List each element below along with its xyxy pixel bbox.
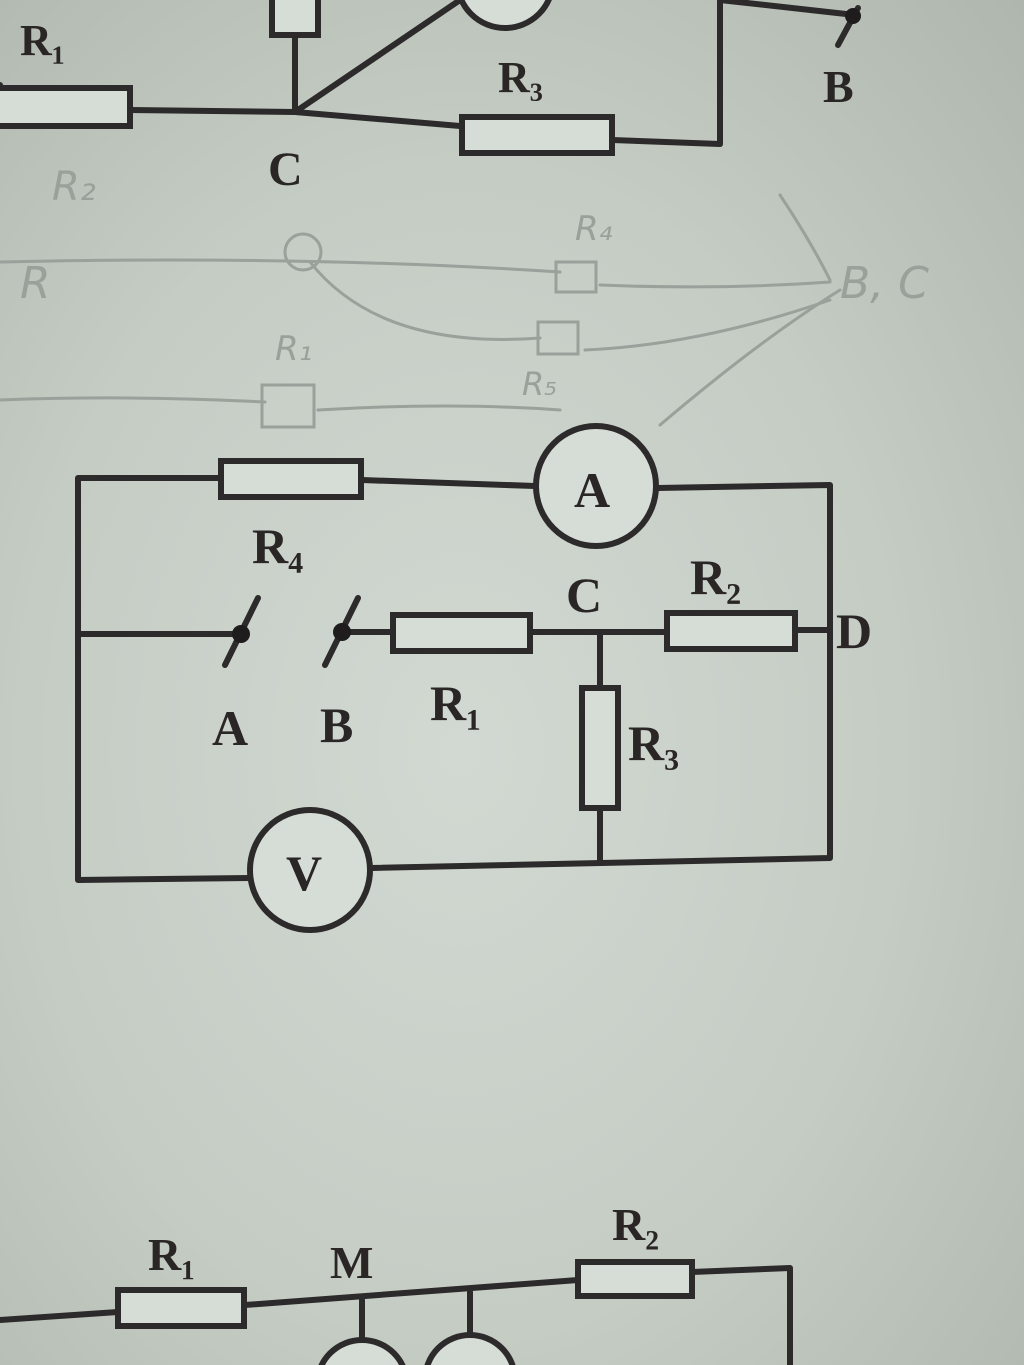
- label-r4: R₄: [252, 518, 303, 574]
- bottom-meter-left: [318, 1337, 406, 1365]
- pencil-resistor-r1: [260, 383, 316, 429]
- pencil-wire-top: [0, 258, 562, 274]
- bottom-label-r1: R₁: [148, 1229, 195, 1280]
- pencil-wire-diagonal: [658, 288, 842, 427]
- resistor-r4: [218, 458, 364, 500]
- terminal-a: [232, 625, 250, 643]
- label-r3: R₃: [628, 715, 679, 771]
- label-node-a: A: [212, 700, 248, 756]
- top-wire-to-b: [717, 0, 858, 18]
- pencil-label-bc: B, C: [840, 258, 929, 309]
- top-meter: [458, 0, 552, 31]
- pencil-label-r2: R₂: [52, 164, 96, 210]
- pencil-arc: [308, 260, 542, 341]
- top-label-node-c: C: [268, 143, 303, 196]
- resistor-r3: [579, 685, 621, 811]
- top-label-node-b: B: [823, 61, 854, 112]
- top-resistor-r1: [0, 85, 133, 129]
- bottom-label-r2: R₂: [612, 1199, 659, 1250]
- wire-left-frame: [75, 475, 253, 883]
- top-resistor-upper: [269, 0, 321, 38]
- bottom-resistor-r1: [115, 1287, 247, 1329]
- resistor-r1: [390, 612, 533, 654]
- pencil-label-r: R: [20, 258, 51, 309]
- pencil-wire-bottom-left: [0, 396, 267, 404]
- bottom-resistor-r2: [575, 1259, 695, 1299]
- label-r1: R₁: [430, 675, 481, 731]
- wire-r4-to-ammeter: [359, 477, 538, 489]
- bottom-label-m: M: [330, 1237, 373, 1288]
- bottom-meter-right: [424, 1332, 516, 1365]
- main-circuit: A V R₄ R₁ R₂ R₃ A B C D: [75, 423, 872, 933]
- bottom-wire-middle: [242, 1277, 581, 1308]
- top-circuit: R₁ R₃ C B: [0, 0, 861, 196]
- ammeter-label: A: [574, 462, 610, 518]
- top-terminal-b: [845, 8, 861, 24]
- pencil-wire-top-right: [598, 280, 832, 289]
- voltmeter-label: V: [286, 845, 322, 901]
- label-node-c: C: [566, 567, 602, 623]
- pencil-resistor-mid: [536, 320, 580, 356]
- pencil-wire-bottom: [316, 404, 562, 412]
- bottom-wire-right: [689, 1265, 793, 1365]
- terminal-b: [333, 623, 351, 641]
- bottom-circuit: R₁ M R₂: [0, 1199, 793, 1365]
- pencil-node: [283, 232, 323, 272]
- ammeter: [533, 423, 659, 549]
- top-wire-right: [609, 0, 723, 147]
- top-wire-diagonal: [292, 0, 463, 115]
- pencil-sketch: R₂ R₄ R₁ R₅ B, C R: [0, 164, 929, 429]
- label-node-d: D: [836, 603, 872, 659]
- bottom-wire-left: [0, 1309, 121, 1323]
- pencil-label-r4: R₄: [575, 209, 613, 249]
- top-resistor-r3: [459, 114, 615, 156]
- label-node-b: B: [320, 697, 353, 753]
- label-r2: R₂: [690, 549, 741, 605]
- pencil-resistor-r4: [554, 260, 598, 294]
- top-label-r1: R₁: [20, 16, 65, 65]
- voltmeter: [247, 807, 373, 933]
- pencil-wire-upper-right: [778, 193, 832, 282]
- pencil-wire-mid: [583, 298, 832, 352]
- top-label-r3: R₃: [498, 53, 543, 102]
- resistor-r2: [664, 610, 798, 652]
- pencil-label-r5: R₅: [522, 365, 557, 403]
- pencil-label-r1: R₁: [275, 329, 312, 369]
